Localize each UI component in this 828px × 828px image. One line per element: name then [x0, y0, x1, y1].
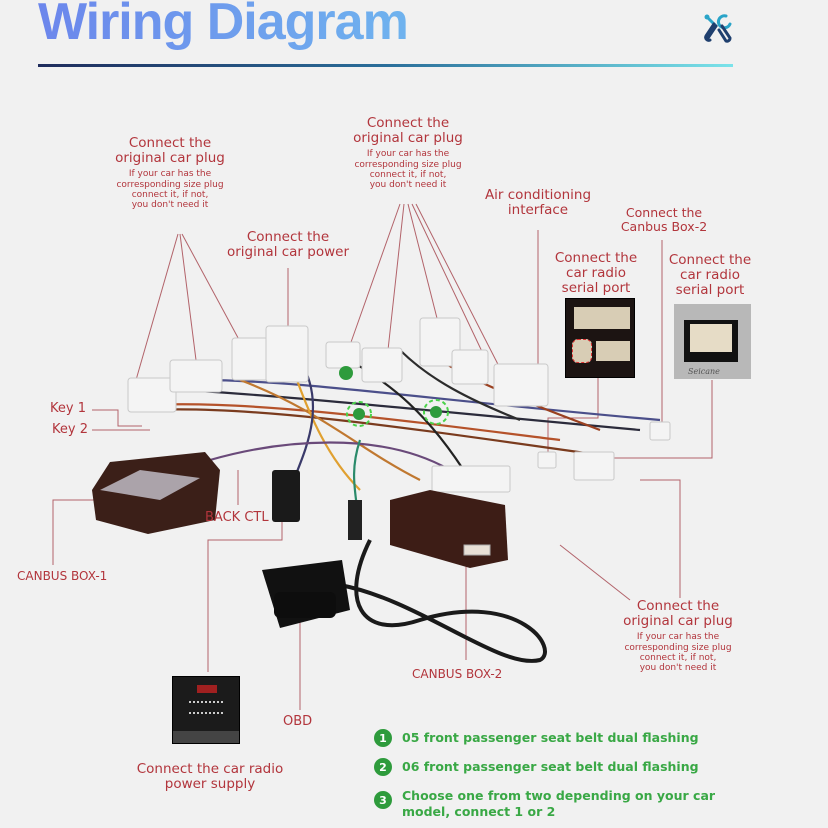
label-canbus-box-2: CANBUS BOX-2	[412, 667, 503, 681]
small-connector	[348, 500, 362, 540]
label-serial-port-right: Connect the car radio serial port	[662, 252, 758, 299]
label-serial-port-left: Connect the car radio serial port	[548, 250, 644, 297]
label-original-plug-right: Connect the original car plug If your ca…	[616, 598, 740, 674]
label-sub: If your car has the corresponding size p…	[116, 169, 224, 211]
label-obd: OBD	[283, 714, 313, 729]
label-canbus-box-1: CANBUS BOX-1	[17, 569, 108, 583]
label-key-1: Key 1	[50, 401, 86, 416]
canbus-box-1-device	[92, 452, 220, 534]
label-original-plug-left: Connect the original car plug If your ca…	[100, 135, 240, 211]
note-2: 2 06 front passenger seat belt dual flas…	[374, 758, 699, 776]
badge-1: 1	[374, 729, 392, 747]
label-sub: If your car has the corresponding size p…	[354, 149, 462, 191]
label-main: Connect the car radio power supply	[136, 761, 284, 793]
label-connect-canbus-box-2: Connect the Canbus Box-2	[612, 206, 716, 234]
note-text: Choose one from two depending on your ca…	[402, 788, 716, 820]
label-back-ctl: BACK CTL	[205, 510, 269, 525]
label-main: Connect the original car plug	[623, 598, 733, 630]
tools-icon	[704, 14, 732, 43]
serial-port-photo-right: Seicane	[674, 304, 751, 379]
label-original-car-power: Connect the original car power	[216, 229, 360, 261]
label-original-plug-center: Connect the original car plug If your ca…	[338, 115, 478, 191]
page-title: Wiring Diagram	[38, 0, 409, 52]
serial-port-photo-left	[565, 298, 635, 378]
label-main: Connect the original car plug	[353, 115, 463, 147]
connectors	[127, 317, 671, 493]
harness-markers	[339, 366, 449, 427]
note-text: 06 front passenger seat belt dual flashi…	[402, 759, 699, 774]
badge-3: 3	[374, 791, 392, 809]
label-key-2: Key 2	[52, 422, 88, 437]
label-air-conditioning: Air conditioning interface	[478, 187, 598, 219]
radio-power-photo	[172, 676, 240, 744]
note-text: 05 front passenger seat belt dual flashi…	[402, 730, 699, 745]
leader-lines	[52, 203, 713, 710]
label-main: Connect the original car power	[226, 229, 349, 261]
radio-connector	[272, 470, 300, 522]
label-radio-power-supply: Connect the car radio power supply	[130, 761, 290, 793]
label-sub: If your car has the corresponding size p…	[624, 632, 732, 674]
label-main: Connect the car radio serial port	[554, 250, 638, 297]
label-main: Connect the Canbus Box-2	[620, 205, 708, 234]
note-1: 1 05 front passenger seat belt dual flas…	[374, 729, 699, 747]
canbus-box-2-device	[390, 490, 508, 568]
note-3: 3 Choose one from two depending on your …	[374, 788, 715, 821]
obd-connector	[262, 560, 350, 628]
title-divider	[38, 64, 733, 67]
label-main: Connect the car radio serial port	[668, 252, 752, 299]
label-main: Connect the original car plug	[115, 135, 225, 167]
label-main: Air conditioning interface	[484, 187, 592, 219]
brand-mark: Seicane	[688, 367, 720, 376]
badge-2: 2	[374, 758, 392, 776]
